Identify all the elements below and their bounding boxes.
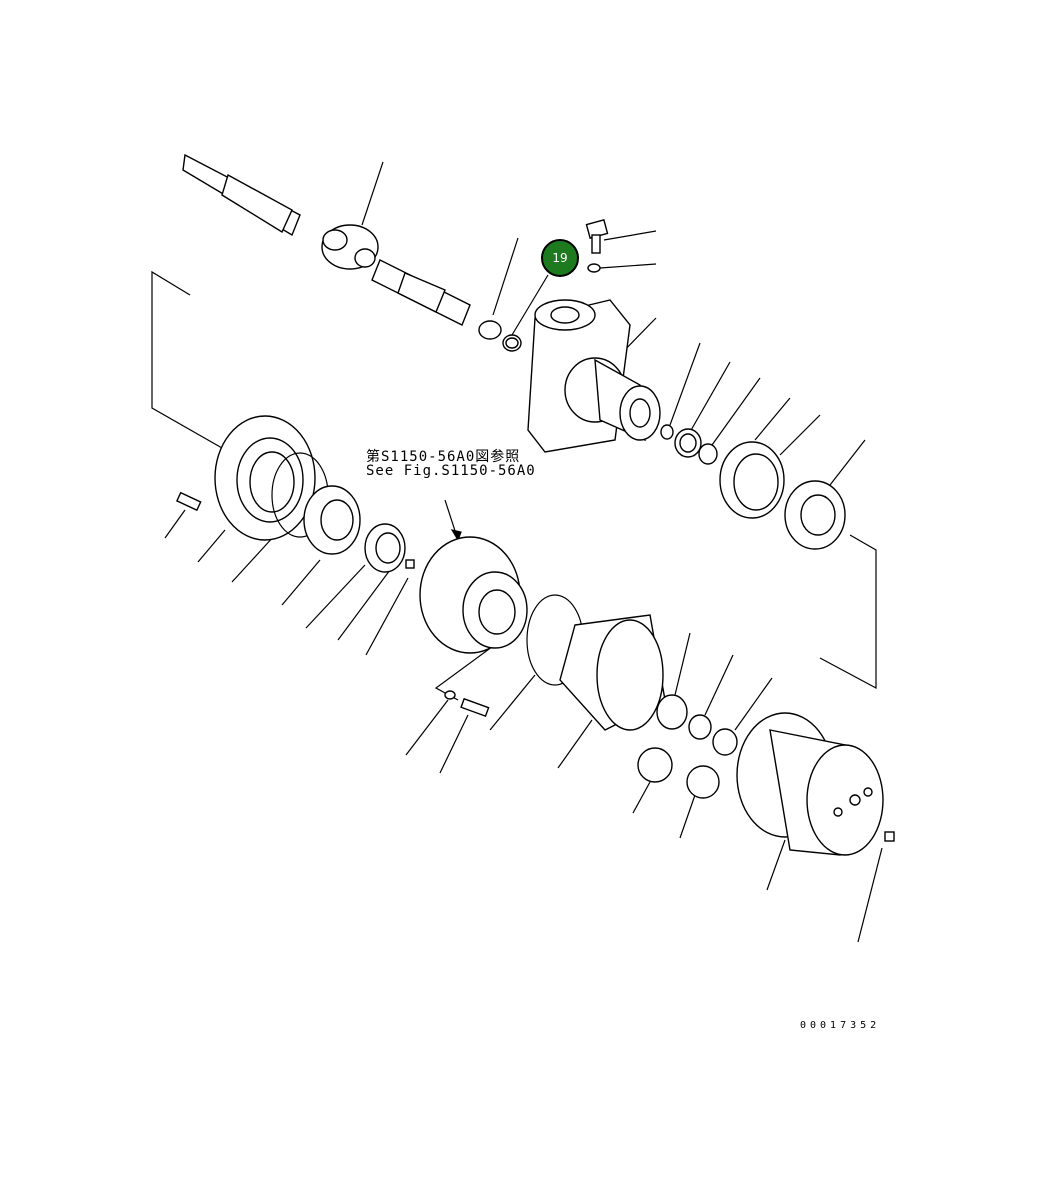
ring-gear	[526, 594, 738, 799]
drawing-number: 00017352	[800, 1020, 881, 1031]
callout-badge-19[interactable]: 19	[541, 239, 579, 277]
wheel-hub	[175, 415, 415, 573]
spindle-seals	[660, 424, 846, 550]
bushing	[478, 320, 522, 352]
knuckle-housing	[527, 299, 661, 453]
planet-carrier	[419, 536, 528, 718]
reference-note-japanese: 第S1150-56A0図参照	[366, 449, 521, 465]
drive-shaft	[182, 153, 471, 326]
planetary-housing	[736, 712, 895, 856]
leader-lines	[151, 161, 883, 943]
breather-and-oring	[585, 219, 609, 273]
reference-note-english: See Fig.S1150-56A0	[366, 463, 536, 479]
